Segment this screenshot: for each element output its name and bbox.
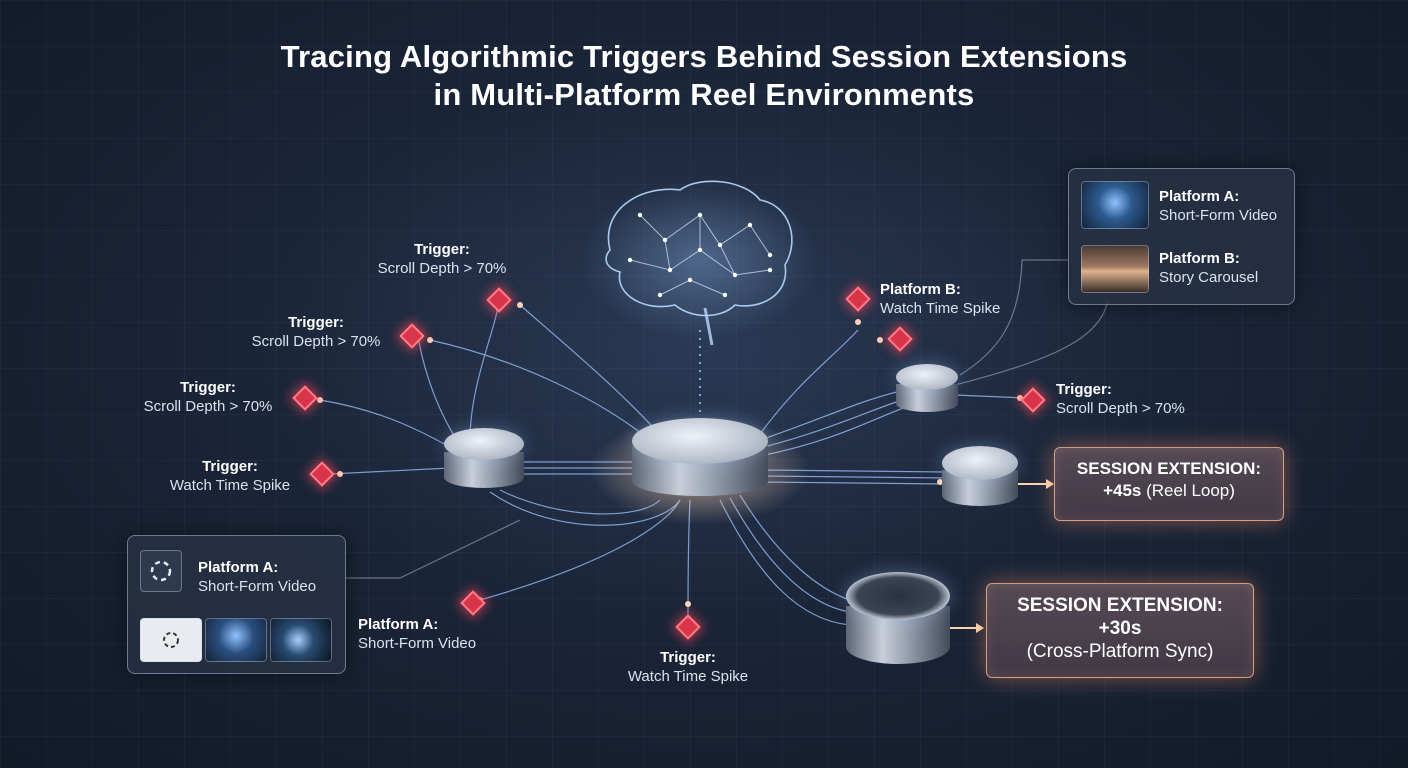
brain-thumbnail bbox=[1081, 181, 1149, 229]
trigger-label-4: Trigger:Watch Time Spike bbox=[169, 458, 291, 494]
brain-icon bbox=[580, 180, 820, 346]
trigger-label-1: Trigger:Scroll Depth > 70% bbox=[377, 241, 507, 277]
title-line-1: Tracing Algorithmic Triggers Behind Sess… bbox=[280, 39, 1128, 74]
central-hub-disk bbox=[632, 418, 768, 496]
network-thumbnail bbox=[270, 618, 332, 662]
trigger-label-6: Trigger:Scroll Depth > 70% bbox=[1056, 381, 1185, 417]
platform-b-watch-label: Platform B:Watch Time Spike bbox=[880, 281, 1001, 317]
legend-item-platform-b: Platform B:Story Carousel bbox=[1159, 250, 1259, 286]
diagram-title: Tracing Algorithmic Triggers Behind Sess… bbox=[0, 38, 1408, 114]
brain-thumbnail-small bbox=[205, 618, 267, 662]
loop-icon bbox=[140, 550, 182, 592]
title-line-2: in Multi-Platform Reel Environments bbox=[433, 77, 975, 112]
trigger-label-2: Trigger:Scroll Depth > 70% bbox=[251, 314, 381, 350]
lower-right-node-disk bbox=[846, 572, 950, 664]
loop-thumbnail bbox=[140, 618, 202, 662]
right-node-disk bbox=[942, 446, 1018, 506]
legend-item-platform-a: Platform A:Short-Form Video bbox=[1159, 188, 1278, 224]
upper-right-node-disk bbox=[896, 364, 958, 412]
platform-a-panel: Platform A:Short-Form Video bbox=[127, 535, 346, 674]
platform-legend-panel: Platform A:Short-Form Video Platform B:S… bbox=[1068, 168, 1295, 305]
trigger-label-3: Trigger:Scroll Depth > 70% bbox=[143, 379, 273, 415]
session-extension-cross-platform: SESSION EXTENSION: +30s (Cross-Platform … bbox=[986, 583, 1254, 678]
carousel-thumbnail bbox=[1081, 245, 1149, 293]
trigger-label-5: Trigger:Watch Time Spike bbox=[627, 649, 749, 685]
platform-a-short-label: Platform A:Short-Form Video bbox=[358, 616, 477, 652]
left-node-disk bbox=[444, 428, 524, 488]
session-extension-reel-loop: SESSION EXTENSION: +45s (Reel Loop) bbox=[1054, 447, 1284, 521]
panel-platform-a-label: Platform A:Short-Form Video bbox=[198, 559, 317, 595]
